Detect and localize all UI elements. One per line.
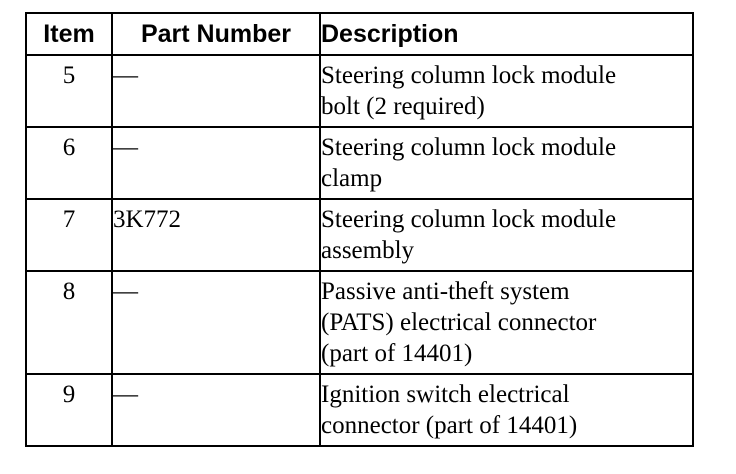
header-item: Item xyxy=(25,12,113,56)
table-row: 9 — Ignition switch electrical connector… xyxy=(25,373,694,447)
parts-table: Item Part Number Description 5 — Steerin… xyxy=(25,12,694,447)
description-line: Steering column lock module xyxy=(321,134,617,161)
description-line: assembly xyxy=(321,237,415,264)
part-number-cell: 3K772 xyxy=(111,198,321,272)
description-line: (PATS) electrical connector xyxy=(321,309,597,336)
description-line: connector (part of 14401) xyxy=(321,412,578,439)
description-cell: Steering column lock module assembly xyxy=(319,198,694,272)
item-cell: 6 xyxy=(25,126,113,200)
table-row: 5 — Steering column lock module bolt (2 … xyxy=(25,54,694,128)
description-line: bolt (2 required) xyxy=(321,93,485,120)
table-row: 7 3K772 Steering column lock module asse… xyxy=(25,198,694,272)
item-cell: 5 xyxy=(25,54,113,128)
table-header-row: Item Part Number Description xyxy=(25,12,694,56)
description-cell: Passive anti-theft system (PATS) electri… xyxy=(319,270,694,375)
part-number-cell: — xyxy=(111,126,321,200)
description-cell: Steering column lock module bolt (2 requ… xyxy=(319,54,694,128)
part-number-cell: — xyxy=(111,373,321,447)
description-line: Ignition switch electrical xyxy=(321,381,570,408)
item-cell: 8 xyxy=(25,270,113,375)
description-line: clamp xyxy=(321,165,383,192)
description-line: Passive anti-theft system xyxy=(321,278,570,305)
description-cell: Steering column lock module clamp xyxy=(319,126,694,200)
table-row: 8 — Passive anti-theft system (PATS) ele… xyxy=(25,270,694,375)
table-row: 6 — Steering column lock module clamp xyxy=(25,126,694,200)
part-number-cell: — xyxy=(111,54,321,128)
description-line: (part of 14401) xyxy=(321,340,473,367)
header-part-number: Part Number xyxy=(111,12,321,56)
description-cell: Ignition switch electrical connector (pa… xyxy=(319,373,694,447)
description-line: Steering column lock module xyxy=(321,62,617,89)
item-cell: 9 xyxy=(25,373,113,447)
header-description: Description xyxy=(319,12,694,56)
part-number-cell: — xyxy=(111,270,321,375)
description-line: Steering column lock module xyxy=(321,206,617,233)
item-cell: 7 xyxy=(25,198,113,272)
